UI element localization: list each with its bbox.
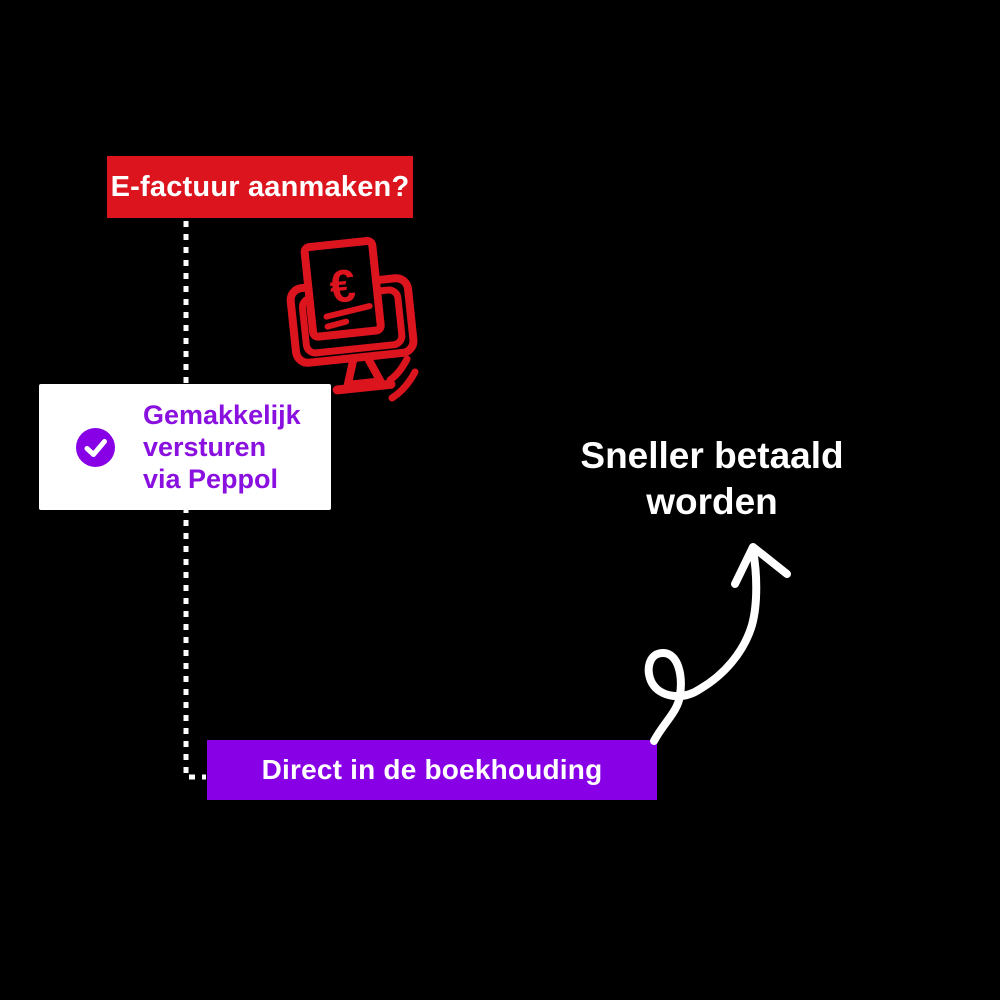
- arrow-shaft: [644, 547, 761, 745]
- invoice-document: €: [300, 236, 385, 341]
- question-banner-label: E-factuur aanmaken?: [110, 170, 410, 203]
- question-banner: E-factuur aanmaken?: [107, 156, 413, 218]
- invoice-monitor-icon: €: [286, 236, 418, 395]
- arrow-head: [731, 543, 791, 588]
- benefit-card-text: Gemakkelijk versturen via Peppol: [143, 399, 301, 495]
- monitor-stand: [343, 354, 385, 389]
- invoice-line-short: [324, 318, 350, 330]
- outcome-text: Sneller betaald worden: [512, 433, 912, 525]
- curved-arrow-up-icon: [644, 543, 791, 745]
- benefit-line-1: Gemakkelijk: [143, 400, 301, 430]
- benefit-line-2: versturen: [143, 432, 267, 462]
- euro-symbol: €: [327, 259, 358, 313]
- benefit-card: Gemakkelijk versturen via Peppol: [39, 384, 331, 510]
- invoice-line-long: [323, 303, 373, 320]
- outcome-line-2: worden: [646, 481, 778, 522]
- benefit-line-3: via Peppol: [143, 464, 279, 494]
- monitor-outer-frame: [286, 274, 418, 367]
- motion-lines-icon: [386, 355, 419, 402]
- check-circle-icon: [76, 427, 115, 467]
- monitor-inner-frame: [298, 286, 406, 357]
- monitor-base: [332, 379, 396, 395]
- outcome-line-1: Sneller betaald: [580, 435, 844, 476]
- bottom-banner: Direct in de boekhouding: [207, 740, 657, 800]
- bottom-banner-label: Direct in de boekhouding: [261, 754, 603, 785]
